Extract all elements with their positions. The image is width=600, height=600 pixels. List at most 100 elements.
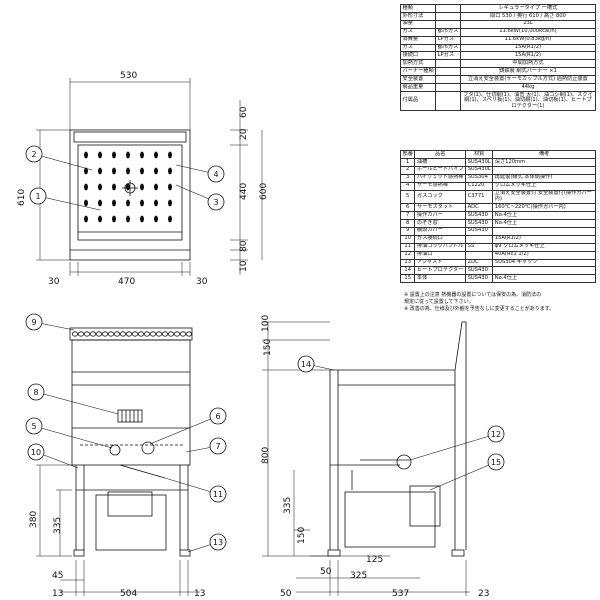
callout-leader xyxy=(35,391,119,415)
heat-pipe-dot xyxy=(167,151,172,159)
heat-pipe-dot xyxy=(84,183,89,191)
heat-pipe-dot xyxy=(153,199,158,207)
heat-pipe-dot xyxy=(84,167,89,175)
parts-cell: 15 xyxy=(399,274,416,284)
dim-610: 610 xyxy=(17,189,27,206)
dim-20: 20 xyxy=(239,128,249,140)
callout-circle xyxy=(209,407,227,425)
ripple-mark xyxy=(155,331,162,337)
dim-335: 335 xyxy=(53,517,63,534)
ripple-mark xyxy=(161,331,168,337)
heat-pipe-dot xyxy=(98,199,103,207)
ripple-mark xyxy=(108,331,115,337)
parts-cell: C1220 xyxy=(465,181,494,191)
callout-number: 1 xyxy=(35,192,40,201)
dim-10: 10 xyxy=(239,260,249,272)
heat-pipe-dot xyxy=(139,199,144,207)
callout-number: 4 xyxy=(213,170,218,179)
dim-470: 470 xyxy=(118,277,135,287)
callout-circle xyxy=(487,453,505,471)
ripple-mark xyxy=(84,331,91,337)
dim-23: 23 xyxy=(478,589,489,599)
dim-600: 600 xyxy=(259,183,269,200)
callout-circle xyxy=(25,417,43,435)
ripple-mark xyxy=(102,331,109,337)
dim-537: 537 xyxy=(392,589,409,599)
heat-pipe-dot xyxy=(153,183,158,191)
callout-number: 8 xyxy=(33,388,38,397)
side-dims xyxy=(262,321,470,596)
ripple-mark xyxy=(143,331,150,337)
front-dim-labels: 380 335 45 13 504 13 xyxy=(29,511,205,599)
ripple-mark xyxy=(173,331,180,337)
dim-45: 45 xyxy=(52,571,63,581)
dim-440: 440 xyxy=(239,183,249,200)
callout-leader xyxy=(164,477,219,495)
callout-circle xyxy=(27,383,45,401)
callout-leader xyxy=(33,153,93,171)
dim-150a: 150 xyxy=(263,339,273,356)
callout-number: 15 xyxy=(491,458,501,467)
callout-leader xyxy=(33,425,113,449)
note-1: ※ 設置上の注意 熱機器の設置については保安の為、消防法の xyxy=(404,292,542,298)
callout-number: 12 xyxy=(491,430,501,439)
ripple-mark xyxy=(120,331,127,337)
dim-80: 80 xyxy=(239,240,249,252)
ripple-mark xyxy=(78,331,85,337)
heat-pipe-dot xyxy=(84,215,89,223)
callout-number: 6 xyxy=(215,412,220,421)
heat-pipe-dot xyxy=(167,183,172,191)
ripple-mark xyxy=(114,331,121,337)
dim-30b: 30 xyxy=(196,277,208,287)
heat-pipe-dot xyxy=(126,167,131,175)
side-dim-labels: 100 150 800 335 150 125 50 325 50 537 23 xyxy=(261,315,489,599)
callout-number: 2 xyxy=(31,150,36,159)
heat-pipe-dot xyxy=(112,199,117,207)
callout-number: 7 xyxy=(215,442,220,451)
plan-view xyxy=(69,129,191,261)
ripple-mark xyxy=(90,331,97,337)
callout-circle xyxy=(209,533,227,551)
heat-pipe-dot xyxy=(84,151,89,159)
dim-125: 125 xyxy=(366,555,383,565)
front-dims xyxy=(36,464,200,596)
spec-label: 付属品 xyxy=(399,90,437,112)
dim-30a: 30 xyxy=(48,277,60,287)
dim-380: 380 xyxy=(29,511,39,528)
dim-50a: 50 xyxy=(320,567,332,577)
ripple-mark xyxy=(131,331,138,337)
callout-leader xyxy=(409,433,497,461)
callout-circle xyxy=(209,485,227,503)
heat-pipe-dot xyxy=(98,215,103,223)
callout-number: 5 xyxy=(31,422,36,431)
dim-325: 325 xyxy=(350,571,367,581)
heat-pipe-dot xyxy=(139,151,144,159)
heat-pipe-dot xyxy=(139,183,144,191)
callout-number: 14 xyxy=(301,360,311,369)
ripple-mark xyxy=(179,331,186,337)
front-view xyxy=(69,327,193,557)
callout-circle xyxy=(27,443,45,461)
callout-circle xyxy=(487,425,505,443)
callout-circle xyxy=(207,193,225,211)
dim-60: 60 xyxy=(239,106,249,118)
dim-800: 800 xyxy=(261,447,271,464)
callout-number: 9 xyxy=(31,318,36,327)
parts-cell: クロムメッキ仕上 xyxy=(492,181,596,191)
heat-pipe-dot xyxy=(153,215,158,223)
callout-number: 11 xyxy=(213,490,223,499)
heat-pipe-dot xyxy=(112,151,117,159)
notes: ※ 設置上の注意 熱機器の設置については保安の為、消防法の 規定に従って設置して… xyxy=(404,292,596,312)
parts-cell: SUS430 xyxy=(465,274,494,284)
heat-pipe-dot xyxy=(112,167,117,175)
heat-pipe-dot xyxy=(153,151,158,159)
spec-table: 種類レギュラータイプ 一槽式外形寸法間口 530 / 奥行 610 / 高さ 8… xyxy=(399,4,597,112)
parts-cell: 4 xyxy=(399,181,416,191)
